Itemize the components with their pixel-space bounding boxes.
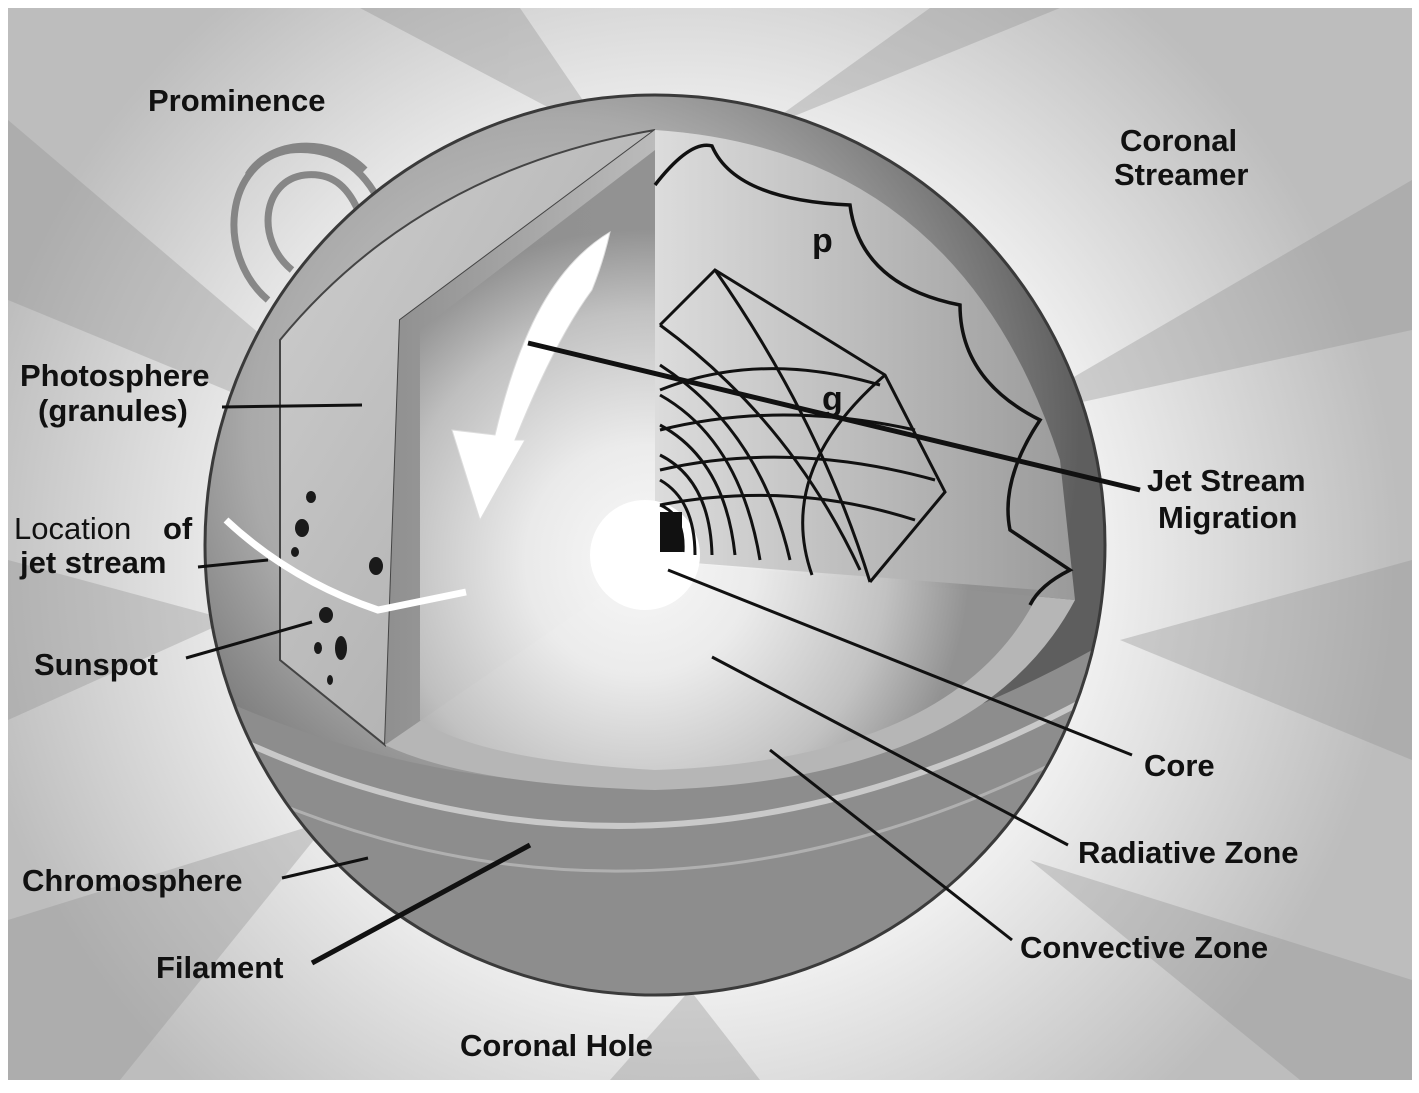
label-radiative-zone: Radiative Zone <box>1078 835 1299 870</box>
label-prominence: Prominence <box>148 83 325 118</box>
label-coronal-hole: Coronal Hole <box>460 1028 653 1063</box>
label-filament: Filament <box>156 950 283 985</box>
label-convective-zone: Convective Zone <box>1020 930 1268 965</box>
label-g-mode: g <box>822 380 843 418</box>
label-location-line1b: of <box>163 511 193 546</box>
label-photosphere-line2: (granules) <box>38 393 188 428</box>
label-coronal-streamer-line2: Streamer <box>1114 157 1248 192</box>
label-jet-stream-line1: Jet Stream <box>1147 463 1306 498</box>
label-location-line2: jet stream <box>19 545 166 580</box>
leader-photosphere <box>222 405 362 407</box>
label-jet-stream-line2: Migration <box>1158 500 1298 535</box>
label-photosphere-line1: Photosphere <box>20 358 209 393</box>
label-core: Core <box>1144 748 1215 783</box>
label-chromosphere: Chromosphere <box>22 863 242 898</box>
label-sunspot: Sunspot <box>34 647 158 682</box>
label-coronal-streamer-line1: Coronal <box>1120 123 1237 158</box>
core <box>590 500 700 610</box>
label-p-mode: p <box>812 222 833 260</box>
core-wave-cluster <box>660 512 682 552</box>
label-location-line1a: Location <box>14 511 131 546</box>
